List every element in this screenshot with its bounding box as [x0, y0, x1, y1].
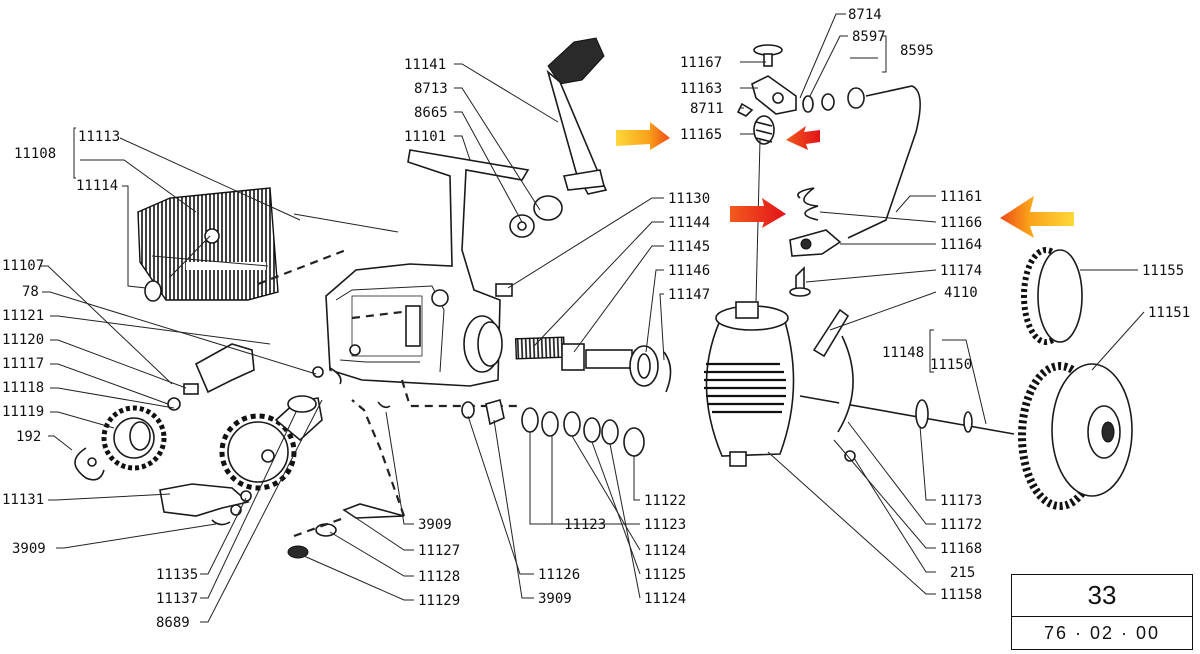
leader-lines [40, 13, 1145, 623]
label-215: 215 [950, 565, 975, 581]
label-11165: 11165 [680, 127, 722, 143]
label-11164: 11164 [940, 237, 982, 253]
assembly-dashed-line [257, 248, 347, 286]
crank-handle-part [509, 37, 608, 238]
label-11124-lower: 11124 [644, 591, 686, 607]
label-11144: 11144 [668, 215, 710, 231]
label-8711: 8711 [690, 101, 724, 117]
label-11147: 11147 [668, 287, 710, 303]
label-8689: 8689 [156, 615, 190, 631]
label-11123-right: 11123 [644, 517, 686, 533]
label-11146: 11146 [668, 263, 710, 279]
label-11120: 11120 [2, 332, 44, 348]
small-hardware-parts [74, 343, 406, 559]
label-8595: 8595 [900, 43, 934, 59]
label-11158: 11158 [940, 587, 982, 603]
highlight-arrow-icon [616, 122, 1074, 238]
label-11128: 11128 [418, 569, 460, 585]
label-3909-middle: 3909 [418, 517, 452, 533]
label-192: 192 [16, 429, 41, 445]
bail-assembly-part [736, 44, 921, 297]
rotor-cup-part [704, 139, 1015, 467]
label-11101: 11101 [404, 129, 446, 145]
label-11113: 11113 [78, 129, 120, 145]
label-11125: 11125 [644, 567, 686, 583]
label-11151: 11151 [1148, 305, 1190, 321]
label-11137: 11137 [156, 591, 198, 607]
label-8665: 8665 [414, 105, 448, 121]
label-11119: 11119 [2, 404, 44, 420]
label-11167: 11167 [680, 55, 722, 71]
label-78: 78 [22, 284, 39, 300]
label-11127: 11127 [418, 543, 460, 559]
revision-date: 76 · 02 · 00 [1043, 623, 1161, 643]
label-11174: 11174 [940, 263, 982, 279]
label-11135: 11135 [156, 567, 198, 583]
part-number-labels: 11108 11113 11114 11107 78 11121 11120 1… [2, 7, 1190, 631]
label-11163: 11163 [680, 81, 722, 97]
pinion-gear-part [101, 405, 167, 471]
label-11118: 11118 [2, 380, 44, 396]
label-11150: 11150 [930, 357, 972, 373]
label-11166: 11166 [940, 215, 982, 231]
label-11108: 11108 [14, 146, 56, 162]
label-11129: 11129 [418, 593, 460, 609]
label-11145: 11145 [668, 239, 710, 255]
page-number: 33 [1012, 575, 1192, 617]
washer-stack-part [461, 398, 645, 457]
label-11117: 11117 [2, 356, 44, 372]
page-stamp: 33 76 · 02 · 00 [1011, 574, 1193, 650]
main-shaft-part [463, 283, 672, 393]
label-11121: 11121 [2, 308, 44, 324]
label-11126: 11126 [538, 567, 580, 583]
label-11114: 11114 [76, 178, 118, 194]
label-11141: 11141 [404, 57, 446, 73]
reel-body-part [325, 149, 530, 408]
label-11123-left: 11123 [564, 517, 606, 533]
label-4110: 4110 [944, 285, 978, 301]
label-11168: 11168 [940, 541, 982, 557]
label-11172: 11172 [940, 517, 982, 533]
label-11124-upper: 11124 [644, 543, 686, 559]
label-11131: 11131 [2, 492, 44, 508]
label-11130: 11130 [668, 191, 710, 207]
label-3909-left: 3909 [12, 541, 46, 557]
side-plate-part [137, 187, 399, 302]
label-11107: 11107 [2, 258, 44, 274]
label-11148: 11148 [882, 345, 924, 361]
label-8597: 8597 [852, 29, 886, 45]
label-11122: 11122 [644, 493, 686, 509]
label-8713: 8713 [414, 81, 448, 97]
label-3909-lower: 3909 [538, 591, 572, 607]
spool-part [915, 247, 1133, 510]
label-11173: 11173 [940, 493, 982, 509]
drive-gear-part [219, 395, 323, 491]
label-11161: 11161 [940, 189, 982, 205]
label-8714: 8714 [848, 7, 882, 23]
label-11155: 11155 [1142, 263, 1184, 279]
